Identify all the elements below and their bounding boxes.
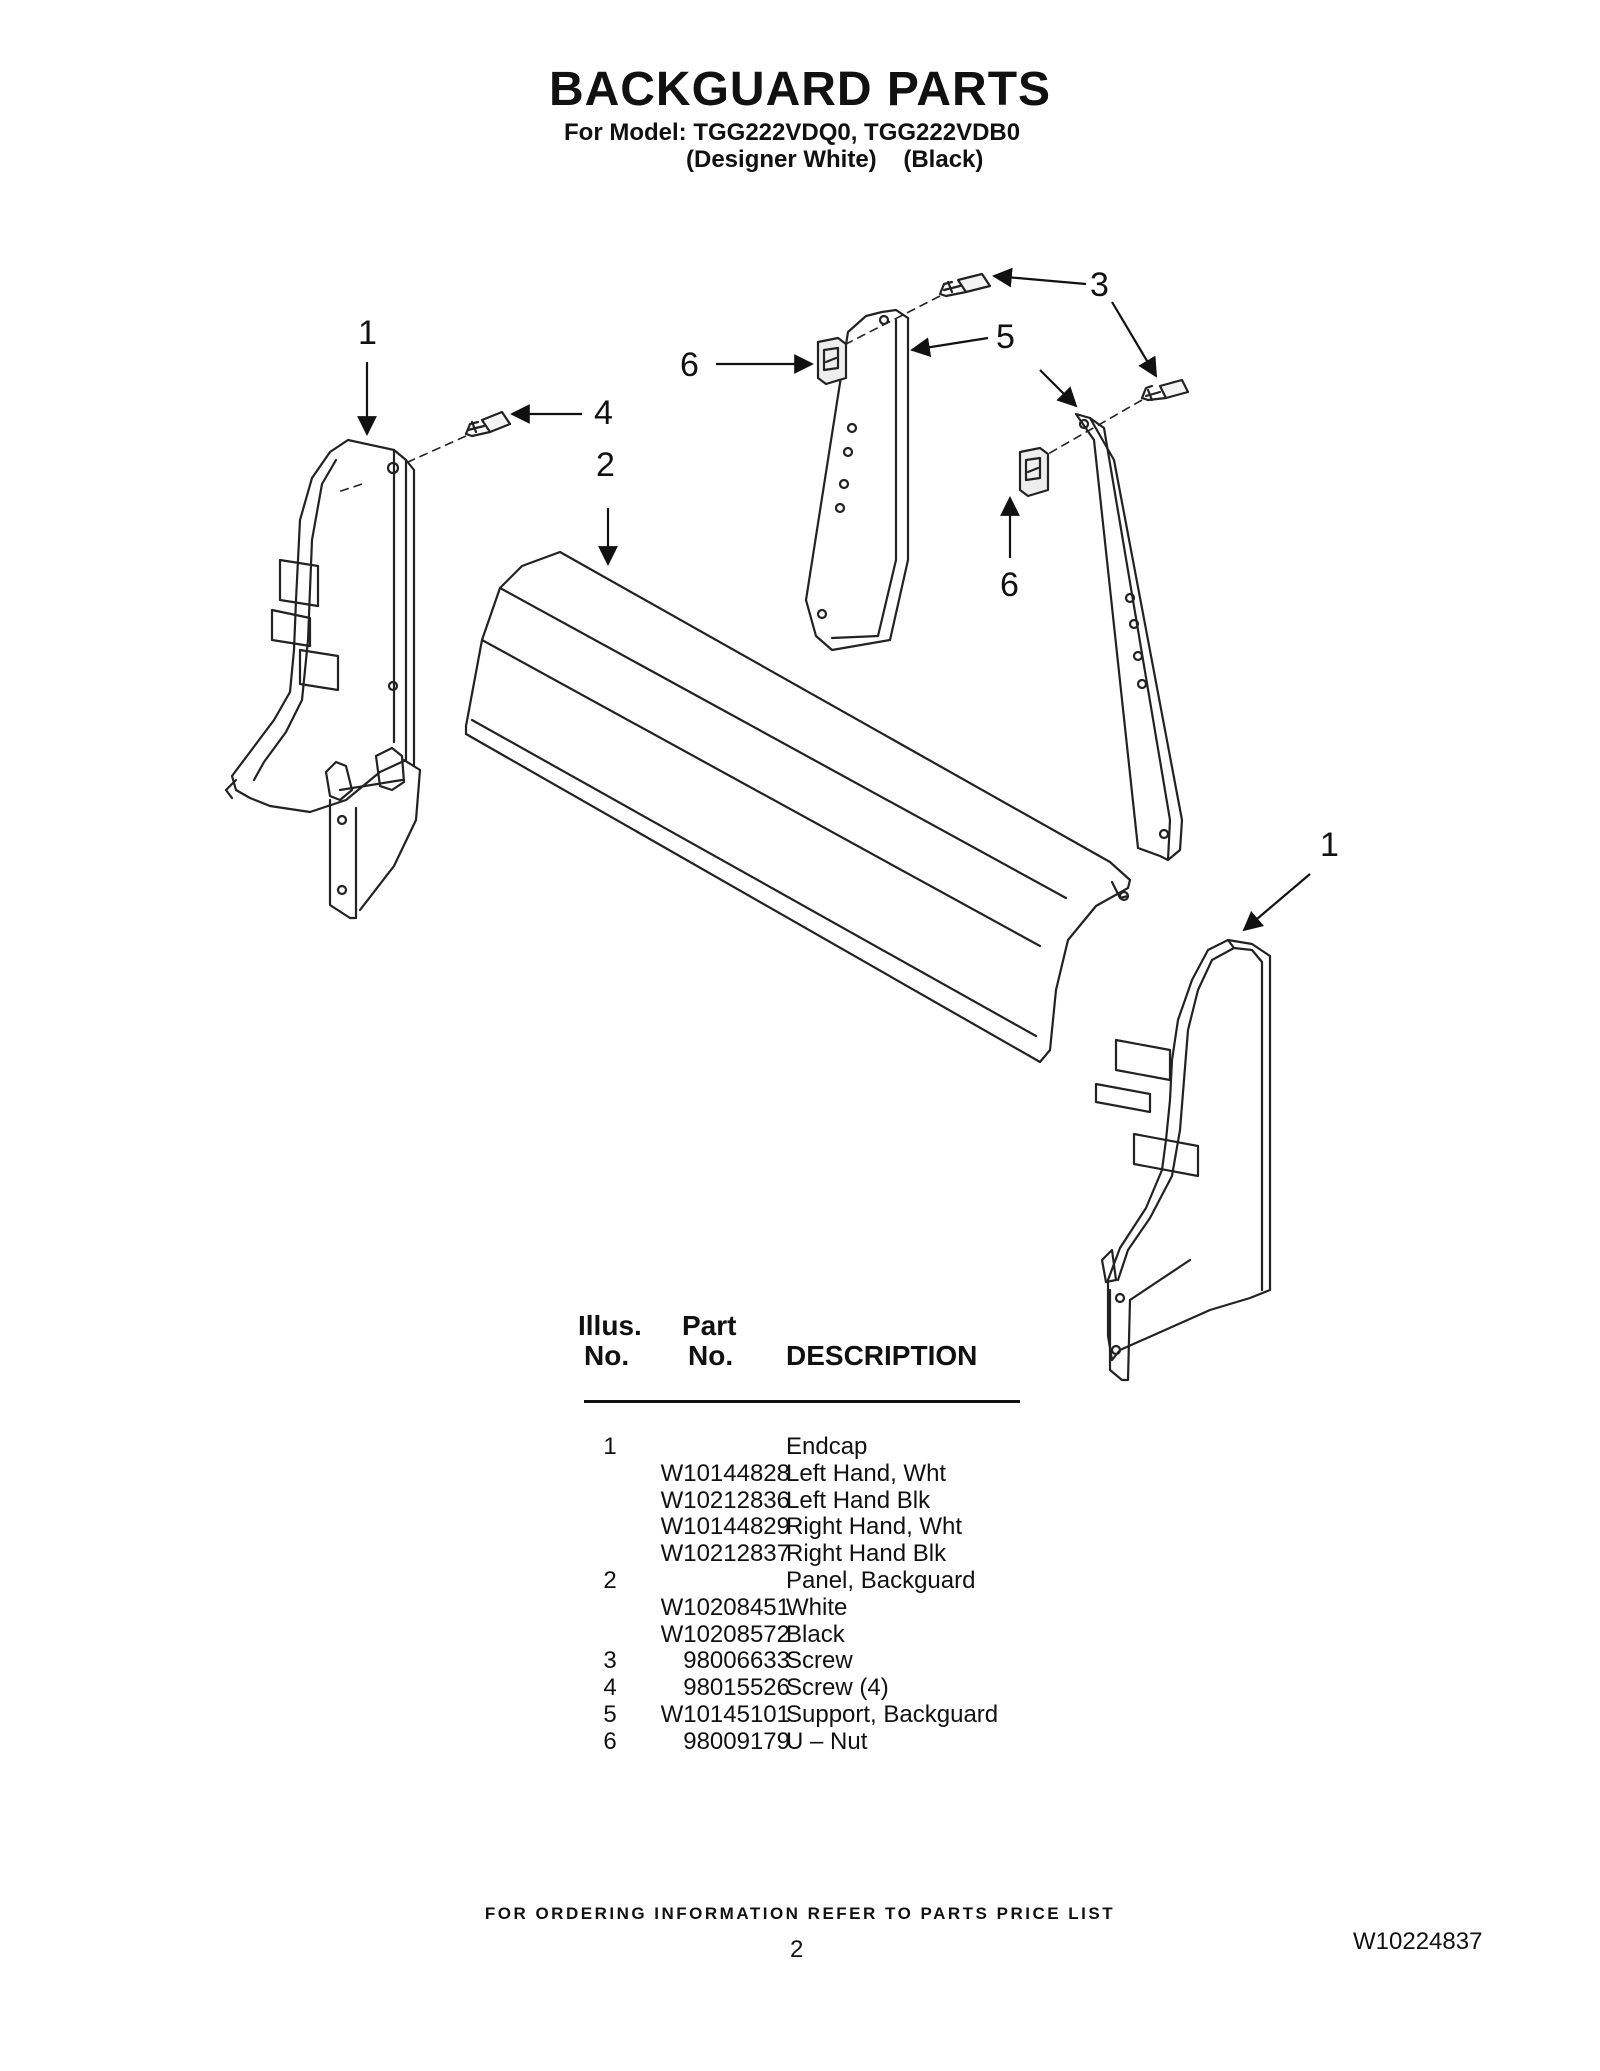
part-no: 98015526 bbox=[683, 1674, 790, 1702]
description: Screw bbox=[786, 1647, 853, 1675]
screw-4 bbox=[464, 410, 512, 438]
description: Panel, Backguard bbox=[786, 1566, 976, 1594]
page-title: BACKGUARD PARTS bbox=[548, 63, 1052, 116]
callout-2: 2 bbox=[596, 446, 615, 484]
part-no: W10144828 bbox=[660, 1459, 790, 1487]
part-no: W10208572 bbox=[660, 1620, 790, 1648]
header-rule bbox=[584, 1400, 1020, 1403]
page-number: 2 bbox=[790, 1936, 804, 1963]
callout-6-top: 6 bbox=[680, 346, 699, 384]
description: Left Hand, Wht bbox=[786, 1459, 947, 1487]
callout-4: 4 bbox=[594, 394, 613, 432]
header-illus-line1: Illus. bbox=[578, 1310, 642, 1341]
header-description: DESCRIPTION bbox=[786, 1340, 978, 1371]
description: White bbox=[786, 1593, 848, 1621]
callout-6-bottom: 6 bbox=[1000, 566, 1019, 604]
illus-no: 2 bbox=[603, 1566, 617, 1594]
backguard-panel bbox=[464, 550, 1132, 1064]
part-no: W10212837 bbox=[660, 1540, 790, 1568]
description: Support, Backguard bbox=[786, 1700, 999, 1728]
header-part-line1: Part bbox=[682, 1310, 737, 1341]
description: Screw (4) bbox=[786, 1674, 889, 1702]
callout-5: 5 bbox=[996, 318, 1015, 356]
left-support bbox=[804, 308, 910, 652]
header-part-line2: No. bbox=[688, 1340, 734, 1371]
illus-no: 4 bbox=[603, 1674, 617, 1702]
description: U – Nut bbox=[786, 1727, 868, 1755]
illus-no: 1 bbox=[603, 1433, 617, 1460]
part-no: W10145101 bbox=[660, 1700, 790, 1728]
description: Endcap bbox=[786, 1433, 868, 1460]
description: Right Hand, Wht bbox=[786, 1513, 963, 1541]
callout-1-right: 1 bbox=[1320, 826, 1339, 864]
part-no: W10208451 bbox=[660, 1593, 790, 1621]
illus-no: 5 bbox=[603, 1700, 617, 1728]
document-number: W10224837 bbox=[1353, 1928, 1483, 1955]
color-line: (Designer White) (Black) bbox=[686, 146, 984, 173]
description: Black bbox=[786, 1620, 845, 1648]
callout-1-left: 1 bbox=[358, 314, 377, 352]
model-line: For Model: TGG222VDQ0, TGG222VDB0 bbox=[564, 119, 1021, 146]
part-no: 98009179 bbox=[683, 1727, 790, 1755]
header-illus-line2: No. bbox=[584, 1340, 630, 1371]
exploded-parts-diagram bbox=[224, 267, 1311, 1382]
screw-3-bottom bbox=[1140, 378, 1190, 402]
description: Right Hand Blk bbox=[786, 1540, 947, 1568]
right-support bbox=[1074, 412, 1184, 862]
u-nut-top bbox=[816, 336, 848, 386]
screw-3-top bbox=[938, 272, 992, 298]
description: Left Hand Blk bbox=[786, 1486, 931, 1514]
u-nut-bottom bbox=[1018, 446, 1050, 498]
ordering-note: FOR ORDERING INFORMATION REFER TO PARTS … bbox=[484, 1904, 1116, 1923]
part-no: 98006633 bbox=[683, 1647, 790, 1675]
right-endcap bbox=[1094, 938, 1272, 1382]
callout-3: 3 bbox=[1090, 266, 1109, 304]
part-no: W10212836 bbox=[660, 1486, 790, 1514]
left-endcap bbox=[224, 438, 422, 920]
illus-no: 6 bbox=[603, 1727, 617, 1755]
part-no: W10144829 bbox=[660, 1513, 790, 1541]
illus-no: 3 bbox=[603, 1647, 617, 1675]
